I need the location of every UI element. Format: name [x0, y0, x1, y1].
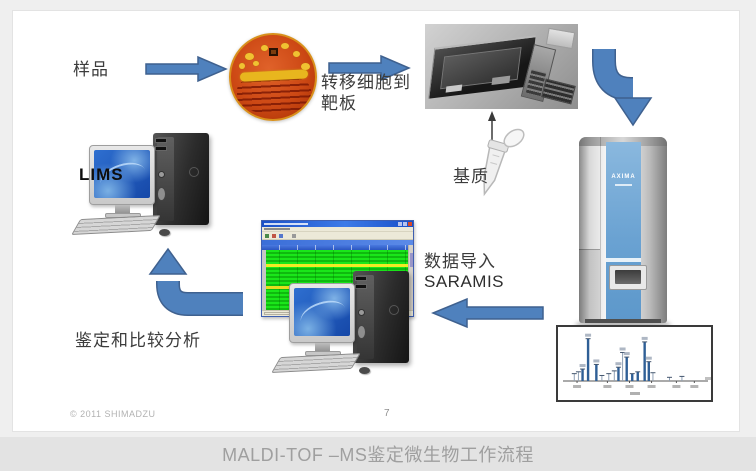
row-margin — [262, 250, 266, 311]
side-logo — [389, 305, 399, 315]
computer-monitor — [89, 145, 155, 205]
caption-bar: MALDI-TOF –MS鉴定微生物工作流程 — [0, 437, 756, 471]
instrument-top-cap — [579, 137, 667, 146]
matrix-tube-image — [483, 128, 525, 197]
scrollbar-thumb — [410, 253, 413, 267]
lims-label: LIMS — [79, 165, 124, 184]
colony-dot — [245, 53, 254, 60]
transfer-label: 转移细胞到靶板 — [321, 73, 411, 113]
drive-bay — [355, 276, 367, 281]
computer-tower — [153, 133, 209, 225]
toolbar-icon — [265, 234, 269, 238]
window-buttons — [398, 222, 412, 226]
toolbar-icon — [279, 234, 283, 238]
colony-dot — [301, 63, 310, 70]
result-table-header — [262, 245, 413, 250]
arrow-left-icon — [431, 297, 544, 329]
drive-bay — [155, 138, 167, 143]
colony-dot — [293, 51, 300, 57]
tower-badge — [157, 187, 166, 201]
instrument-blue-panel: AXIMA — [606, 142, 641, 320]
power-button — [158, 171, 165, 178]
computer-mouse — [159, 229, 170, 236]
mass-spectrum-thumbnail — [556, 325, 713, 402]
close-icon — [408, 222, 412, 226]
colony-dot — [253, 61, 259, 66]
power-button — [358, 309, 365, 316]
maldi-target-plate — [428, 35, 536, 99]
instrument-body: AXIMA — [579, 137, 667, 323]
plate-marker — [269, 48, 278, 56]
page-number: 7 — [384, 408, 390, 419]
tower-badge — [357, 325, 366, 339]
maximize-icon — [403, 222, 407, 226]
instrument-brand-text: AXIMA — [611, 174, 636, 180]
monitor-stand — [315, 343, 330, 352]
data-import-label: 数据导入 SARAMIS — [424, 252, 504, 292]
bent-arrow-up-icon — [148, 247, 243, 316]
lower-side-panel — [579, 249, 600, 323]
sample-door-opening — [615, 270, 641, 284]
colony-dot — [239, 63, 245, 69]
instrument-base — [585, 319, 661, 323]
monitor-screen — [294, 288, 350, 336]
monitor-stand — [115, 205, 130, 214]
side-logo — [189, 167, 199, 177]
instrument-shadow — [575, 319, 671, 330]
caption-text: MALDI-TOF –MS鉴定微生物工作流程 — [222, 445, 534, 465]
computer-keyboard — [71, 214, 161, 236]
copyright-text: © 2011 SHIMADZU — [70, 409, 156, 419]
sample-door — [609, 265, 647, 290]
computer-keyboard — [271, 352, 361, 374]
saramis-computer-image — [263, 271, 415, 377]
matrix-label: 基质 — [453, 167, 489, 186]
slide-canvas: 样品 转移细胞到靶板 — [12, 10, 740, 432]
plate-box — [545, 27, 576, 50]
instrument-label-band — [606, 258, 641, 262]
filter-band — [262, 240, 413, 245]
panel-seam — [600, 137, 601, 323]
computer-tower — [353, 271, 409, 363]
toolbar-icon — [292, 234, 296, 238]
drive-bay — [155, 146, 167, 151]
sample-label: 样品 — [73, 60, 109, 79]
target-plates-image — [425, 24, 578, 109]
maldi-tof-instrument-image: AXIMA — [571, 135, 675, 331]
screen-swoosh — [297, 295, 349, 335]
computer-monitor — [289, 283, 355, 343]
window-title-text — [264, 223, 308, 225]
arrow-right-icon — [328, 54, 411, 82]
plate-tab — [491, 75, 511, 85]
plate-stack — [541, 78, 576, 105]
petri-dish-image — [229, 33, 317, 121]
window-menubar — [262, 227, 413, 232]
window-toolbar — [262, 232, 413, 240]
colony-dot — [261, 45, 268, 51]
instrument-brand-subline — [615, 184, 632, 186]
monitor-screen — [94, 150, 150, 198]
bent-arrow-down-icon — [592, 49, 653, 127]
analysis-label: 鉴定和比较分析 — [75, 331, 201, 350]
toolbar-icon — [272, 234, 276, 238]
drive-bay — [355, 284, 367, 289]
highlighted-row — [266, 264, 413, 267]
sample-well-area — [440, 47, 522, 90]
minimize-icon — [398, 222, 402, 226]
saramis-label: SARAMIS — [424, 272, 505, 291]
arrow-right-icon — [145, 55, 228, 83]
lims-computer-image: LIMS — [63, 133, 215, 239]
window-titlebar — [262, 221, 413, 227]
plate-tab — [445, 84, 463, 93]
colony-dot — [281, 43, 289, 49]
menu-text — [264, 228, 290, 230]
computer-mouse — [359, 367, 370, 374]
data-import-line1: 数据导入 — [424, 252, 496, 271]
bacteria-streaks — [237, 75, 311, 113]
spectrum-svg — [563, 333, 711, 395]
